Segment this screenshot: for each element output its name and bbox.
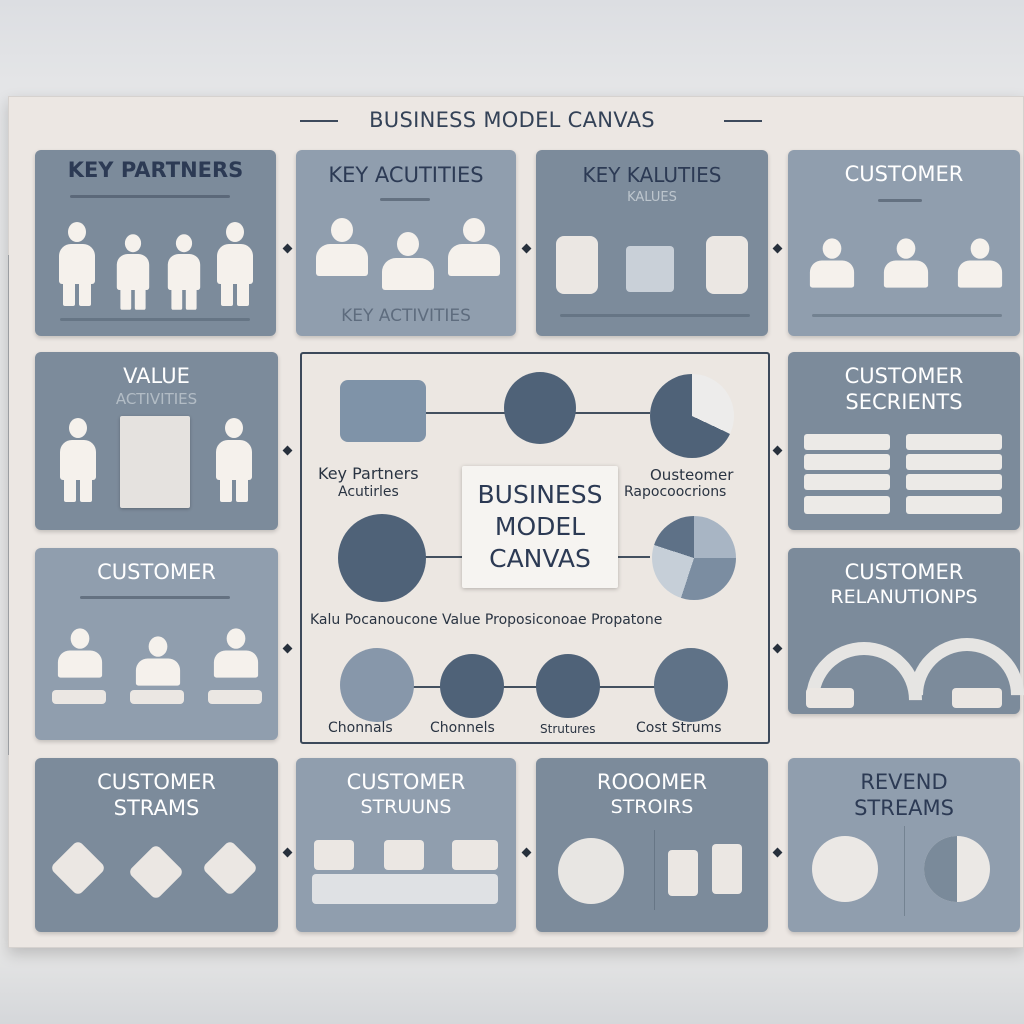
person-icon [167, 234, 201, 310]
center-label: Chonnels [430, 720, 495, 736]
card-title: KEY ACUTITIES [328, 163, 484, 187]
list-item [804, 454, 890, 470]
person-icon [59, 222, 95, 306]
pillar-row [312, 874, 498, 904]
center-label: Cost Strums [636, 720, 722, 736]
card-title: RELANUTIONPS [830, 586, 978, 608]
board-title-bar: BUSINESS MODEL CANVAS [0, 108, 1024, 132]
person-icon [216, 418, 252, 502]
person-icon [213, 628, 259, 678]
center-label: Chonnals [328, 720, 393, 736]
person-icon [217, 222, 253, 306]
card-icon [314, 840, 354, 870]
circle-icon [536, 654, 600, 718]
title-rule-right [724, 120, 762, 122]
placeholder-text [380, 198, 430, 201]
list-item [906, 496, 1002, 514]
divider [654, 830, 655, 910]
card-title: CUSTOMER [844, 364, 964, 388]
list-item [906, 474, 1002, 490]
card-customer-relationships[interactable] [788, 548, 1020, 714]
person-icon [60, 418, 96, 502]
person-icon [135, 636, 181, 686]
chart-tile [340, 380, 426, 442]
divider [904, 826, 905, 916]
card-title: SECRIENTS [845, 390, 963, 414]
center-label: Kalu Pocanoucone Value Proposiconoae Pro… [310, 612, 663, 628]
chair-icon [712, 844, 742, 894]
pie-icon [652, 516, 736, 600]
center-label: Rapocoocrions [624, 484, 727, 500]
card-key-partners[interactable] [35, 150, 276, 336]
card-title: STREAMS [854, 796, 954, 820]
card-title: VALUE [123, 364, 190, 388]
card-subtitle: KALUES [627, 190, 677, 205]
label-chip [952, 688, 1002, 708]
center-label: Key Partners [318, 464, 419, 483]
card-title: REVEND [860, 770, 948, 794]
chair-icon [668, 850, 698, 896]
person-icon [957, 238, 1003, 288]
label-chip [806, 688, 854, 708]
card-title: CUSTOMER [97, 560, 216, 584]
circle-icon [504, 372, 576, 444]
circle-icon [558, 838, 624, 904]
card-title: ROOOMER [596, 770, 708, 794]
card-title: STRAMS [113, 796, 200, 820]
list-item [804, 434, 890, 450]
pie-icon [650, 374, 734, 458]
card-title: CUSTOMER [844, 560, 964, 584]
board-title: BUSINESS MODEL CANVAS [369, 108, 655, 132]
label-chip [208, 690, 262, 704]
card-title: KEY PARTNERS [67, 158, 244, 182]
card-title: CUSTOMER [844, 162, 964, 186]
placeholder-text [878, 199, 922, 202]
person-icon [57, 628, 103, 678]
card-subtitle: KEY ACTIVITIES [341, 306, 471, 326]
list-item [906, 454, 1002, 470]
center-title-line: MODEL [494, 512, 586, 541]
label-chip [52, 690, 106, 704]
card-icon [452, 840, 498, 870]
list-item [906, 434, 1002, 450]
center-title-line: BUSINESS [477, 480, 603, 509]
card-subtitle: ACTIVITIES [115, 390, 198, 408]
label-chip [130, 690, 184, 704]
list-item [804, 474, 890, 490]
circle-icon [654, 648, 728, 722]
card-title: CUSTOMER [97, 770, 216, 794]
center-title-card: BUSINESS MODEL CANVAS [462, 466, 618, 588]
center-label: Ousteomer [650, 466, 734, 484]
card-title: KEY KALUTIES [582, 163, 722, 187]
placeholder-text [560, 314, 750, 317]
badge-icon [556, 236, 598, 294]
circle-icon [338, 514, 426, 602]
card-icon [384, 840, 424, 870]
center-title-line: CANVAS [489, 544, 591, 573]
card-title: CUSTOMER [346, 770, 466, 794]
person-icon [116, 234, 150, 310]
circle-icon [440, 654, 504, 718]
placeholder-text [70, 195, 230, 198]
left-guide-line [8, 255, 9, 755]
placeholder-text [80, 596, 230, 599]
circle-icon [812, 836, 878, 902]
person-icon [382, 232, 434, 290]
circle-icon [340, 648, 414, 722]
person-icon [809, 238, 855, 288]
center-label: Acutirles [338, 484, 399, 500]
document-icon [626, 246, 674, 292]
person-icon [448, 218, 500, 276]
title-rule-left [300, 120, 338, 122]
placeholder-text [60, 318, 250, 321]
document-icon [120, 416, 190, 508]
card-title: STROIRS [610, 796, 694, 818]
person-icon [316, 218, 368, 276]
center-label: Strutures [540, 722, 596, 736]
badge-icon [706, 236, 748, 294]
placeholder-text [812, 314, 1002, 317]
card-title: STRUUNS [360, 796, 452, 818]
person-icon [883, 238, 929, 288]
list-item [804, 496, 890, 514]
